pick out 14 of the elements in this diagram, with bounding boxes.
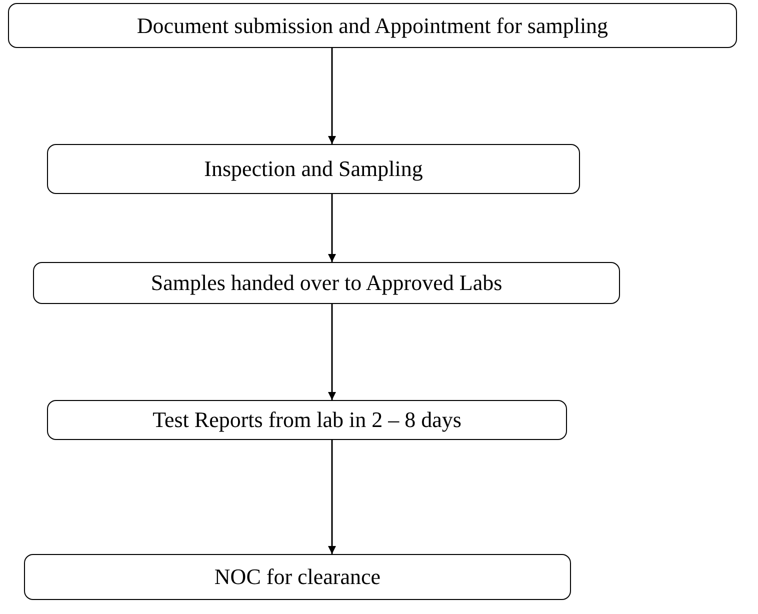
process-box [33,262,620,304]
step-text: Inspection and Sampling [204,156,423,182]
arrow [328,304,336,400]
step-text: Document submission and Appointment for sampling [136,12,608,38]
arrow [328,440,336,554]
process-box [24,554,571,600]
arrow [328,194,336,262]
arrow [328,48,336,144]
process-box [8,3,737,48]
process-box [47,144,580,194]
process-box [47,400,567,440]
step-text: Samples handed over to Approved Labs [150,270,502,296]
step-text: NOC for clearance [214,564,381,590]
step-text: Test Reports from lab in 2 – 8 days [152,407,462,433]
